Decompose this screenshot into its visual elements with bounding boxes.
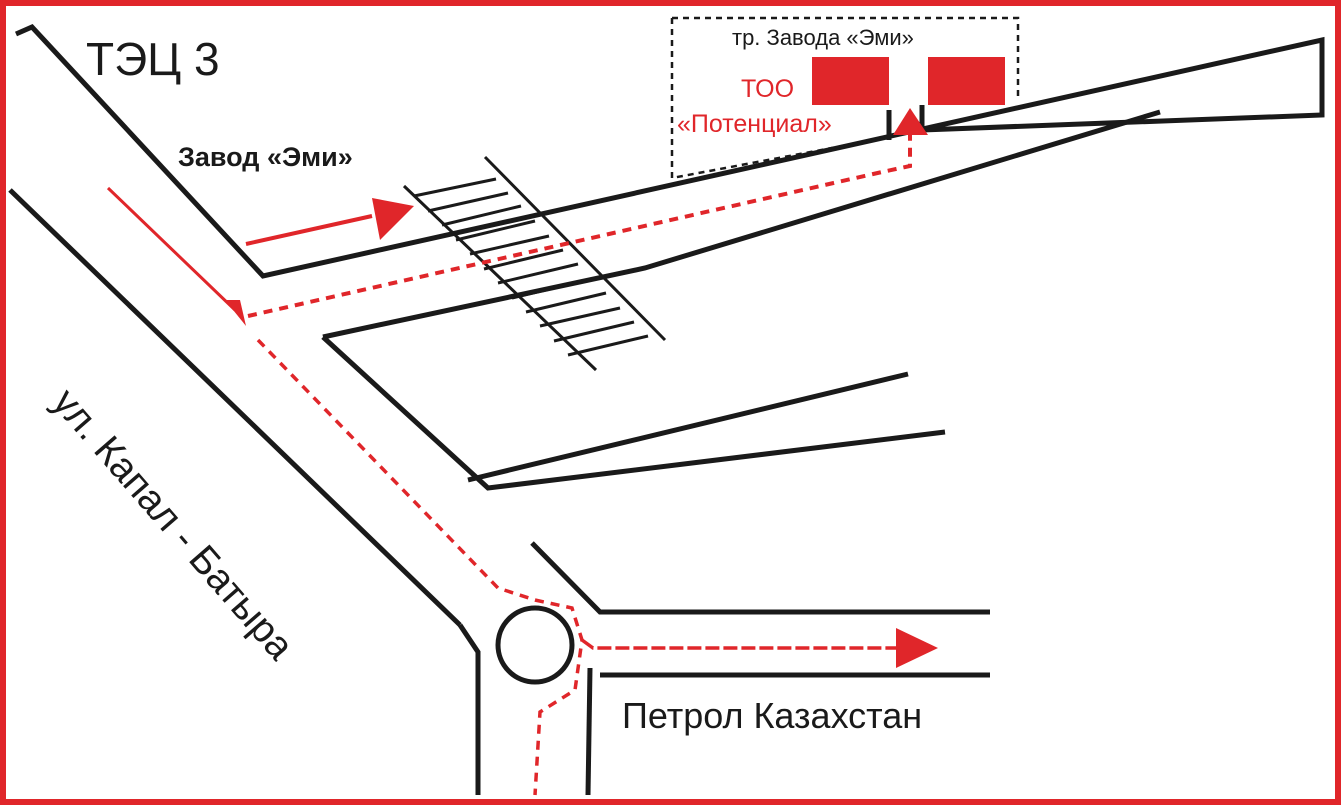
road-edge-south-right (585, 667, 593, 796)
arrowhead-petrol-icon (896, 628, 938, 668)
label-company-line2: «Потенциал» (677, 110, 832, 138)
road-network (8, 23, 1325, 796)
factory-boundary-left (670, 18, 886, 180)
building-block-1 (812, 57, 889, 105)
road-edge-diagonal-left (8, 188, 462, 627)
route-arrow-factory (245, 214, 373, 246)
route (106, 130, 912, 796)
label-company-line1: ТОО (741, 75, 795, 103)
route-arrow-street (106, 186, 237, 312)
label-factory: Завод «Эми» (178, 142, 353, 172)
road-edge-diagonal-outer (14, 23, 1325, 279)
rail-crossing (402, 155, 667, 372)
factory-boundary (672, 16, 1020, 100)
route-dashed-south (256, 338, 584, 796)
arrowhead-street-icon (225, 300, 246, 326)
roundabout (495, 605, 575, 685)
arrowhead-factory-icon (372, 198, 414, 240)
route-east (580, 638, 900, 650)
route-dashed-factory (247, 130, 912, 318)
road-edge-inner-block (321, 335, 946, 491)
label-factory-passage: тр. Завода «Эми» (732, 25, 914, 50)
road-edge-middle (467, 371, 909, 483)
road-edge-south-left (457, 623, 481, 795)
label-tec: ТЭЦ 3 (86, 33, 220, 85)
arrowhead-gate-icon (893, 108, 928, 135)
label-petrol: Петрол Казахстан (622, 695, 923, 736)
road-edge-diagonal-right (322, 109, 1161, 340)
road-edge-east-top (530, 541, 990, 615)
building-block-2 (928, 57, 1005, 105)
